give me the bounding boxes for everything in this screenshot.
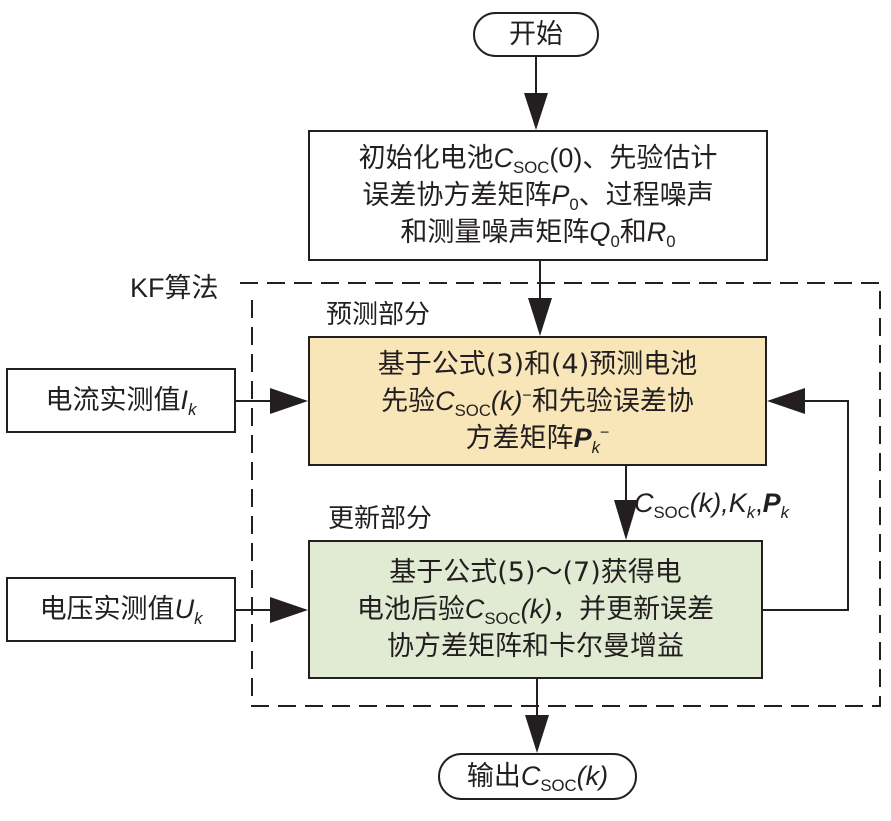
predict-line-1: 基于公式(3)和(4)预测电池	[377, 348, 698, 380]
arrowhead	[524, 93, 548, 130]
init-box: 初始化电池CSOC(0)、先验估计 误差协方差矩阵P0、过程噪声 和测量噪声矩阵…	[308, 130, 768, 261]
kf-group-border	[240, 282, 881, 707]
start-terminal: 开始	[473, 12, 599, 57]
init-line-3: 和测量噪声矩阵Q0和R0	[400, 217, 676, 251]
update-section-label: 更新部分	[328, 504, 433, 534]
feedback-loop	[762, 400, 849, 611]
current-measurement-box: 电流实测值Ik	[6, 368, 236, 433]
kf-group-label: KF算法	[130, 273, 219, 303]
predict-line-2: 先验CSOC(k)−和先验误差协	[381, 385, 694, 420]
arrowhead	[528, 298, 552, 336]
update-line-3: 协方差矩阵和卡尔曼增益	[387, 631, 684, 662]
arrowhead	[525, 715, 549, 753]
init-line-1: 初始化电池CSOC(0)、先验估计	[358, 143, 718, 177]
arrowhead	[270, 388, 308, 414]
start-label: 开始	[509, 19, 563, 50]
arrowhead	[614, 500, 638, 540]
transfer-label: CSOC(k),Kk,Pk	[634, 488, 790, 522]
predict-section-label: 预测部分	[326, 300, 431, 330]
predict-line-3: 方差矩阵Pk−	[465, 422, 610, 457]
update-line-1: 基于公式(5)～(7)获得电	[389, 557, 682, 588]
init-line-2: 误差协方差矩阵P0、过程噪声	[362, 180, 714, 214]
update-box: 基于公式(5)～(7)获得电 电池后验CSOC(k)，并更新误差 协方差矩阵和卡…	[308, 540, 763, 679]
output-terminal: 输出CSOC(k)	[438, 753, 637, 800]
arrowhead	[767, 388, 805, 414]
update-line-2: 电池后验CSOC(k)，并更新误差	[356, 594, 715, 628]
predict-box: 基于公式(3)和(4)预测电池 先验CSOC(k)−和先验误差协 方差矩阵Pk−	[308, 336, 767, 466]
arrowhead	[270, 597, 308, 623]
voltage-measurement-box: 电压实测值Uk	[6, 577, 236, 642]
